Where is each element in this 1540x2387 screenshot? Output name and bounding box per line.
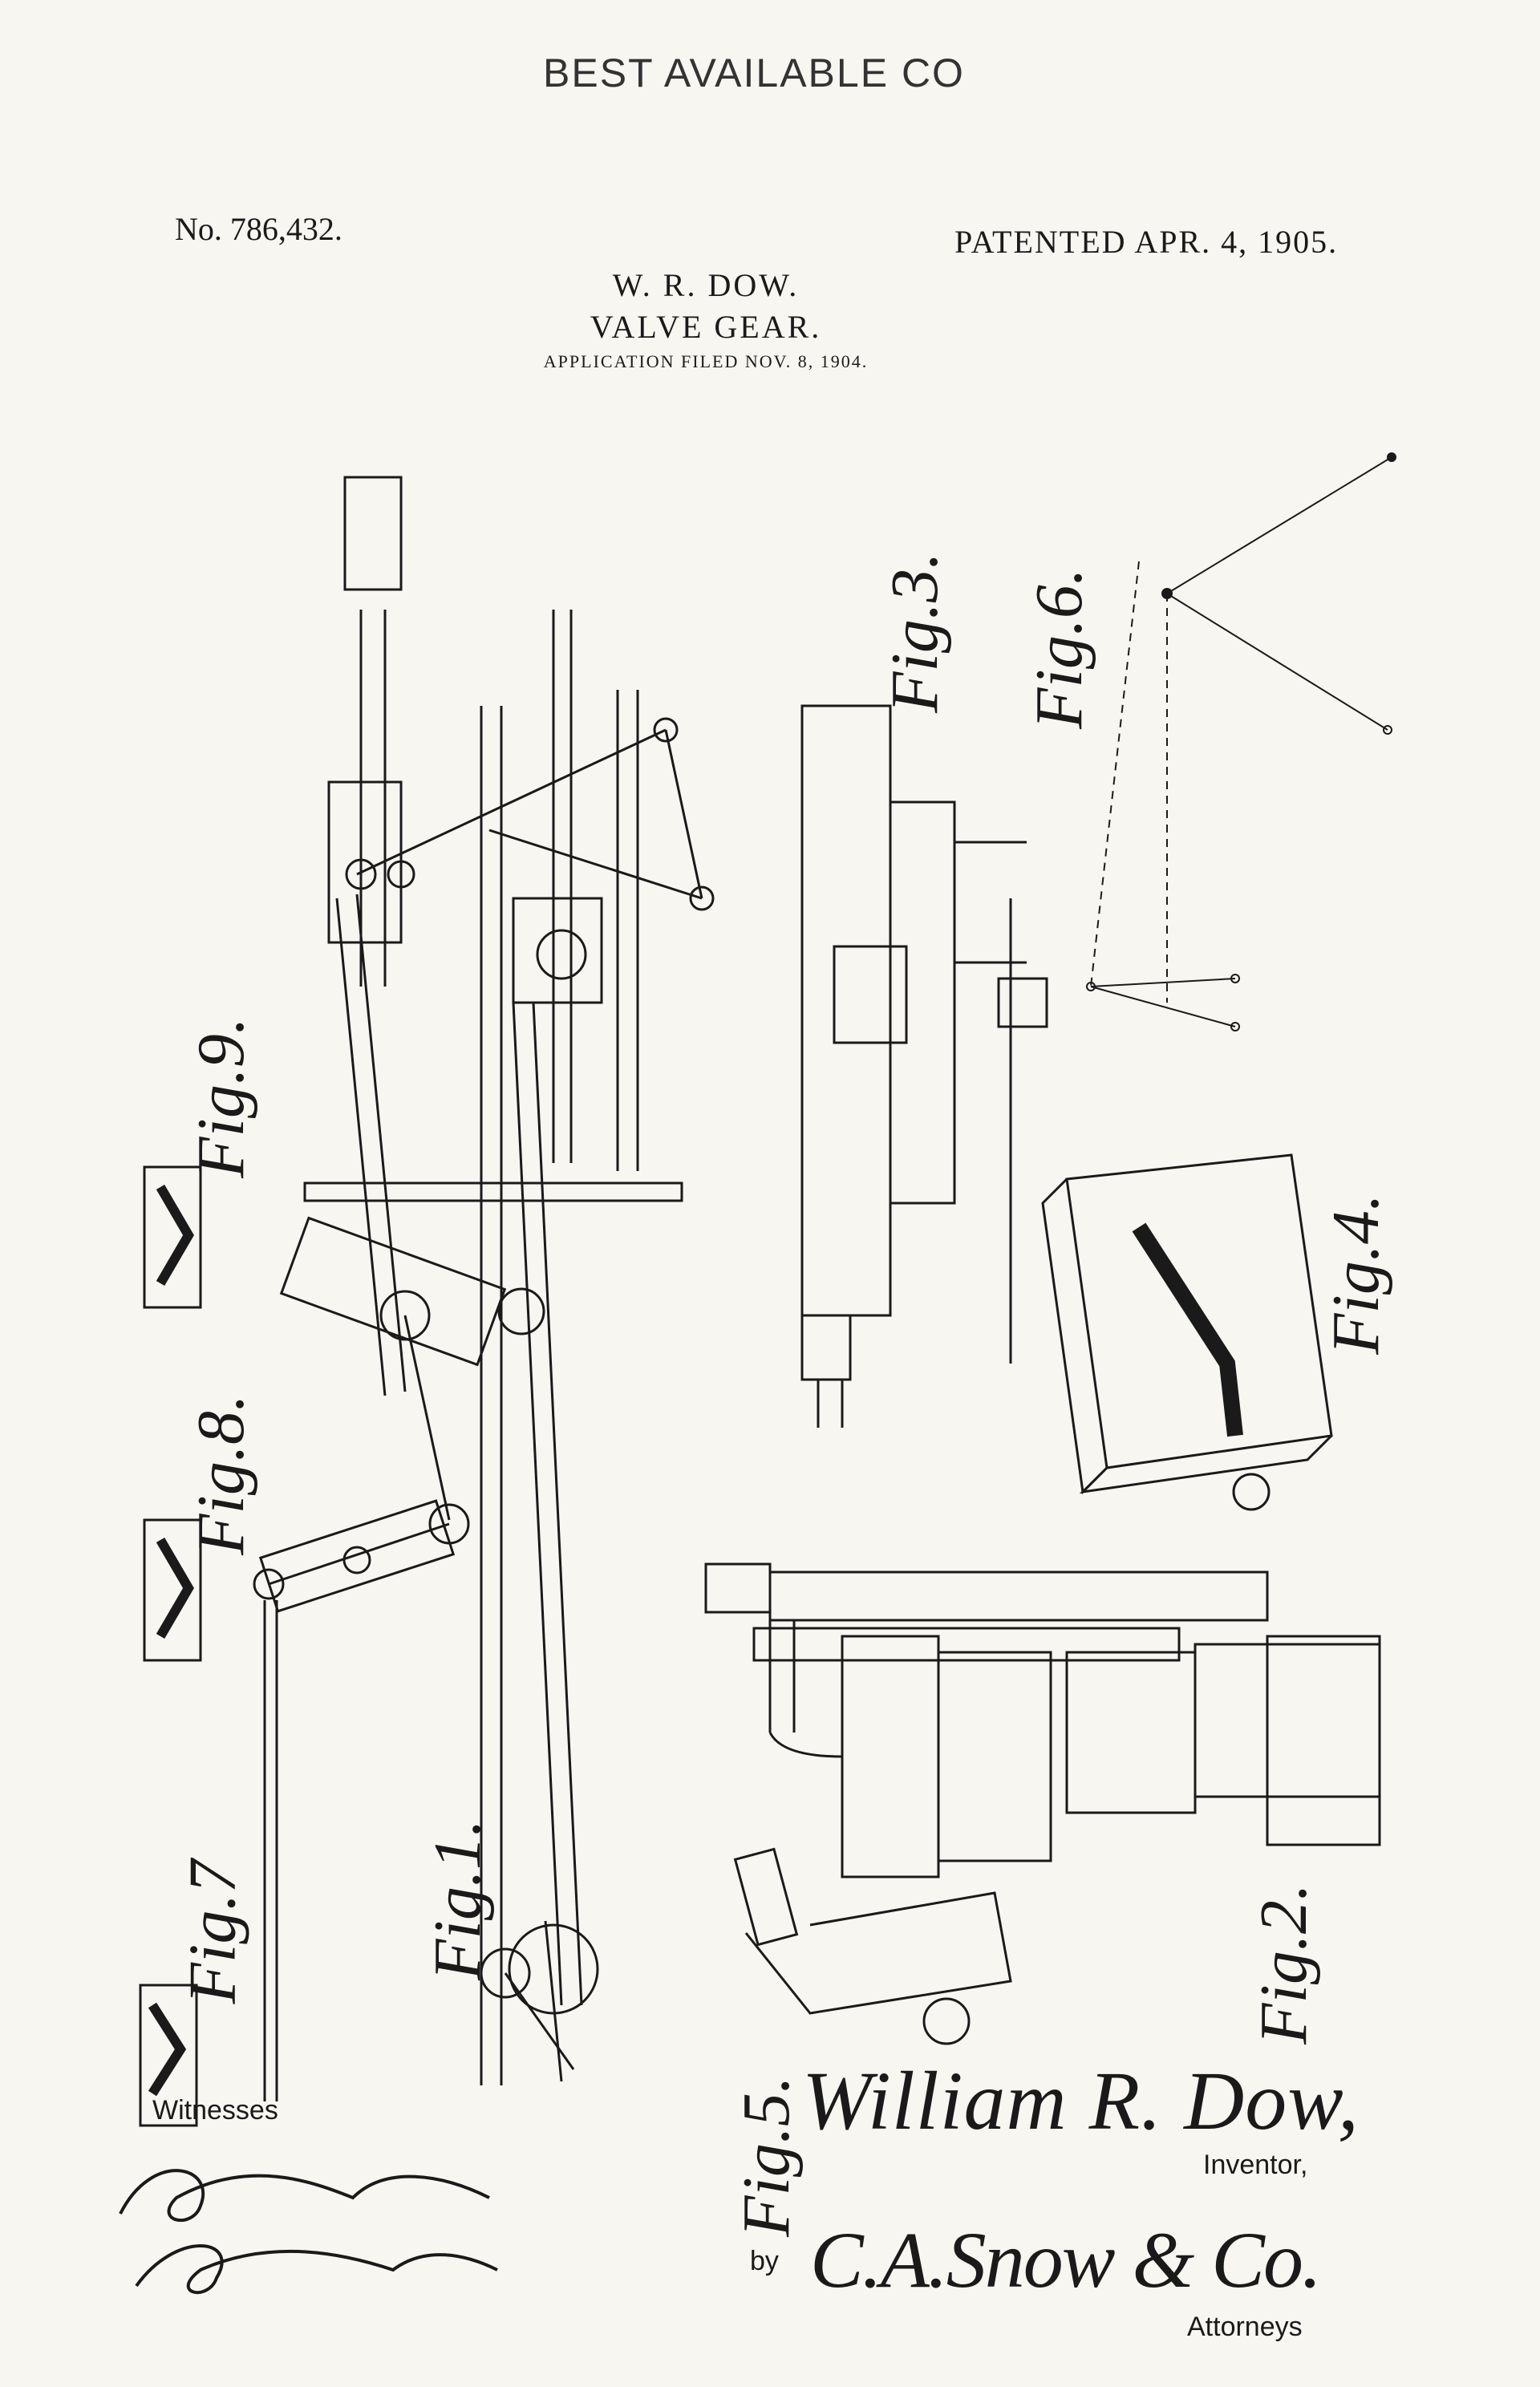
inventor-signature: William R. Dow, (802, 2055, 1360, 2147)
witness-signatures (119, 2169, 498, 2295)
inventor-name: W. R. DOW. (612, 267, 800, 303)
fig9-slot-block (143, 1165, 202, 1309)
fig7-slot (148, 2002, 187, 2097)
fig2-label: Fig.2. (1246, 1883, 1321, 2045)
by-label: by (750, 2246, 779, 2276)
patented-date: PATENTED APR. 4, 1905. (954, 224, 1339, 260)
fig8-slot-block (143, 1518, 202, 1662)
fig3-label: Fig.3. (877, 552, 952, 713)
witnesses-label: Witnesses (152, 2095, 278, 2126)
fig1-label: Fig.1. (419, 1819, 495, 1980)
fig8-slot (156, 1537, 194, 1639)
fig9-label: Fig.9. (183, 1017, 258, 1178)
application-filed: APPLICATION FILED NOV. 8, 1904. (543, 351, 869, 371)
attorney-signature: C.A.Snow & Co. (810, 2215, 1322, 2304)
invention-title: VALVE GEAR. (590, 309, 822, 345)
fig7-label: Fig.7 (175, 1859, 250, 2004)
inventor-label: Inventor, (1203, 2150, 1308, 2180)
fig4-label: Fig.4. (1318, 1194, 1393, 1355)
fig6-label: Fig.6. (1021, 568, 1096, 729)
fig9-slot (156, 1184, 194, 1287)
fig7-slot-block (139, 1984, 198, 2127)
fig5-crank-pin (733, 1847, 1012, 2045)
fig4-slotted-block (1041, 1153, 1333, 1511)
fig3-valve-section (800, 704, 1048, 1428)
best-available-copy-stamp: BEST AVAILABLE CO (543, 51, 965, 95)
fig5-label: Fig.5. (728, 2076, 804, 2237)
patent-title-block: W. R. DOW. VALVE GEAR. APPLICATION FILED… (481, 265, 930, 375)
patent-number: No. 786,432. (175, 211, 342, 247)
fig2-valve-section (704, 1562, 1381, 1878)
fig8-label: Fig.8. (183, 1394, 258, 1555)
fig1-valve-gear-assembly (253, 476, 715, 2101)
attorneys-label: Attorneys (1187, 2312, 1303, 2342)
fig6-link-diagram (1086, 452, 1396, 1031)
